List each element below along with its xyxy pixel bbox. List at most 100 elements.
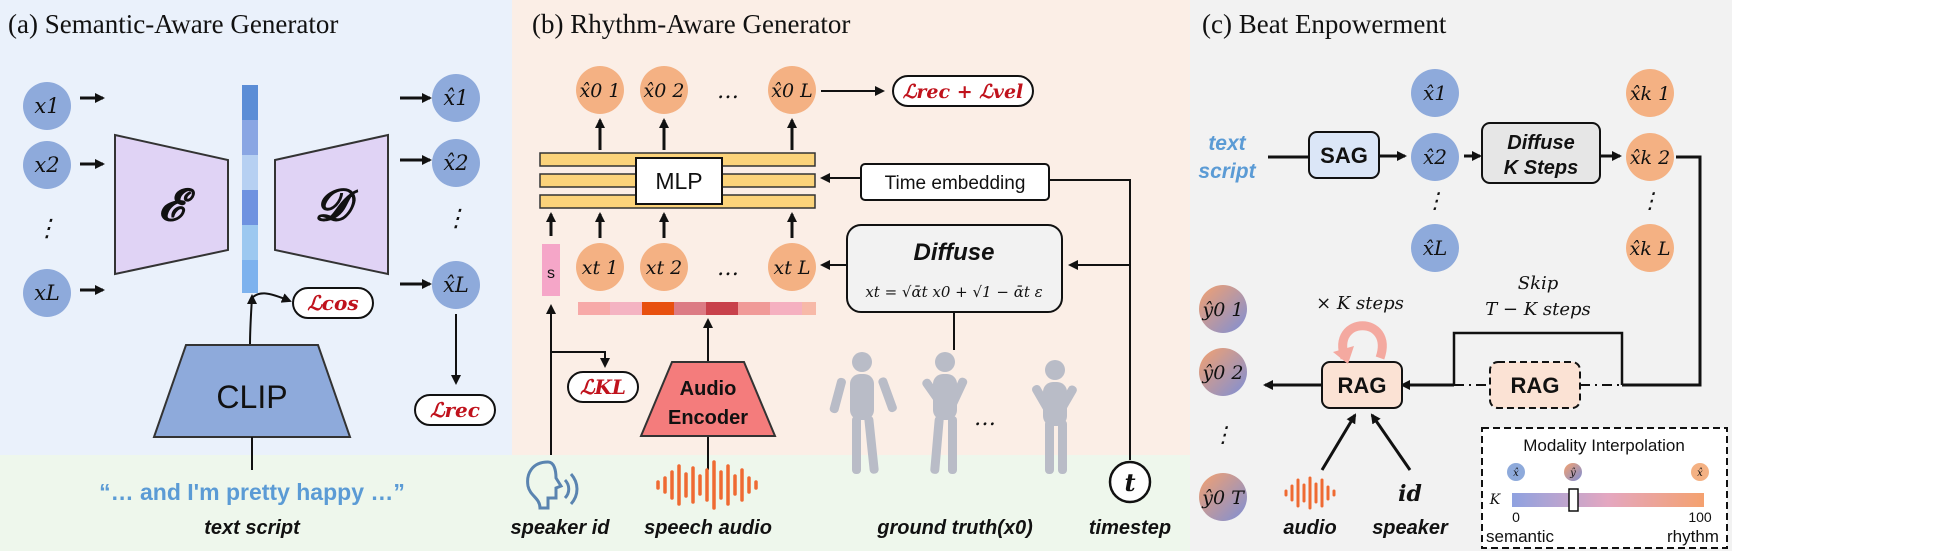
- sag-output-node-2: x̂2: [1411, 133, 1459, 181]
- mlp-box: MLP: [635, 157, 723, 205]
- caption-timestep: timestep: [1089, 517, 1171, 539]
- speaker-id-label: id: [1398, 481, 1422, 507]
- rag-box: RAG: [1321, 361, 1403, 409]
- interp-k-label: K: [1489, 492, 1502, 508]
- interp-left-label: semantic: [1486, 527, 1555, 546]
- svg-text:MLP: MLP: [655, 168, 702, 194]
- svg-text:ℒrec: ℒrec: [430, 398, 480, 422]
- sag-box: SAG: [1308, 131, 1380, 179]
- svg-text:Diffuse: Diffuse: [914, 239, 995, 266]
- audio-encoder-block: Audio Encoder: [639, 361, 777, 437]
- noisy-node-xt-L: xt L: [768, 243, 816, 291]
- svg-text:ℒKL: ℒKL: [580, 375, 626, 399]
- output-label: x̂L: [443, 273, 469, 297]
- svg-text:Diffuse: Diffuse: [1507, 132, 1574, 154]
- input-label: xL: [34, 281, 60, 305]
- interp-min: 0: [1512, 509, 1520, 525]
- y-node-1: ŷ0 1: [1199, 285, 1247, 333]
- arrow: [551, 351, 610, 368]
- node-label: x̂L: [1423, 236, 1448, 260]
- output-node-x2: x̂2: [432, 139, 480, 187]
- output-label: x̂1: [443, 86, 468, 110]
- modality-interpolation-panel: Modality Interpolation x̂ ŷ x̂ K 0 100 s…: [1481, 427, 1728, 549]
- svg-text:ℒcos: ℒcos: [307, 291, 358, 315]
- y-ellipsis: ⋮: [1212, 423, 1234, 448]
- svg-text:xt = √ᾱt x0 + √1 − ᾱt ε: xt = √ᾱt x0 + √1 − ᾱt ε: [865, 283, 1042, 301]
- ground-truth-pose-2: [922, 352, 968, 474]
- time-embedding-box: Time embedding: [860, 163, 1050, 201]
- svg-text:K Steps: K Steps: [1504, 157, 1578, 179]
- diffused-node-1: x̂k 1: [1626, 69, 1674, 117]
- bottom-strip-ab: [0, 455, 1190, 551]
- speaker-head-icon: [526, 460, 579, 510]
- svg-text:t: t: [1124, 468, 1135, 497]
- latent-vector: [242, 85, 258, 293]
- diffuse-box: Diffuse xt = √ᾱt x0 + √1 − ᾱt ε: [846, 224, 1063, 313]
- loss-kl: ℒKL: [567, 371, 639, 403]
- svg-text:Time embedding: Time embedding: [885, 173, 1026, 194]
- sag-output-ellipsis: ⋮: [1424, 189, 1446, 214]
- panel-c-title: (c) Beat Enpowerment: [1202, 9, 1447, 39]
- text-quote: “… and I'm pretty happy …”: [99, 479, 405, 505]
- audio-feature-strip: [578, 302, 816, 315]
- node-label: x̂k 1: [1630, 83, 1670, 105]
- diffuse-k-steps-box: Diffuse K Steps: [1481, 122, 1601, 184]
- speaker-label: speaker: [1372, 517, 1449, 539]
- interp-max: 100: [1688, 509, 1712, 525]
- interp-icon-right: [1691, 463, 1709, 481]
- output-node-x1: x̂1: [432, 74, 480, 122]
- svg-text:x̂: x̂: [1513, 468, 1519, 479]
- y-node-T: ŷ0 T: [1199, 473, 1247, 521]
- loop-arrow: [1338, 321, 1387, 360]
- skip-label-line2: T − K steps: [1485, 299, 1591, 320]
- decoder-block: [274, 133, 389, 276]
- clip-label: CLIP: [216, 379, 287, 415]
- output-node-xL: x̂L: [432, 261, 480, 309]
- speaker-embedding-s: s: [542, 244, 560, 296]
- top-node-x0-L: x̂0 L: [768, 66, 816, 114]
- arrow: [1370, 413, 1412, 471]
- speech-waveform-icon: [656, 460, 758, 510]
- input-ellipsis: ⋮: [35, 214, 59, 242]
- svg-text:x̂: x̂: [1697, 468, 1703, 479]
- input-node-x1: x1: [23, 82, 71, 130]
- arrow: [1320, 413, 1357, 471]
- text-script-label-line1: text: [1208, 132, 1246, 155]
- panel-a-title: (a) Semantic-Aware Generator: [8, 9, 338, 39]
- connector-line: [1622, 155, 1702, 387]
- node-label: x̂0 1: [580, 80, 621, 102]
- node-label: ŷ0 1: [1202, 299, 1244, 321]
- diffused-ellipsis: ⋮: [1639, 189, 1661, 214]
- diffused-node-L: x̂k L: [1626, 224, 1674, 272]
- caption-speech-audio: speech audio: [644, 517, 772, 539]
- top-node-x0-1: x̂0 1: [576, 66, 624, 114]
- encoder-block: [114, 133, 229, 276]
- ground-truth-pose-3: [1032, 360, 1077, 474]
- node-label: xt L: [773, 257, 810, 279]
- node-label: x̂k 2: [1630, 147, 1670, 169]
- caption-speaker-id: speaker id: [511, 517, 611, 539]
- skip-label-line1: Skip: [1518, 273, 1559, 294]
- connector-line: [1049, 179, 1131, 460]
- node-label: xt 1: [582, 257, 618, 279]
- node-label: x̂k L: [1630, 238, 1671, 260]
- loss-cos: ℒcos: [292, 287, 374, 319]
- skip-path: [1452, 331, 1624, 385]
- svg-text:s: s: [547, 265, 555, 282]
- interp-slider-handle: [1568, 488, 1579, 512]
- input-label: x1: [34, 94, 59, 118]
- interp-bar: [1512, 493, 1704, 507]
- loop-arrowhead: [1333, 346, 1354, 364]
- svg-text:RAG: RAG: [1338, 373, 1387, 398]
- svg-text:ŷ: ŷ: [1569, 468, 1576, 479]
- interp-title: Modality Interpolation: [1523, 436, 1685, 455]
- loss-rec: ℒrec: [414, 394, 496, 426]
- diffused-node-2: x̂k 2: [1626, 133, 1674, 181]
- times-k-label: × K steps: [1316, 293, 1404, 314]
- input-label: x2: [34, 153, 59, 177]
- svg-text:Encoder: Encoder: [668, 407, 748, 429]
- noisy-ellipsis: …: [717, 256, 739, 281]
- panel-b-title: (b) Rhythm-Aware Generator: [532, 9, 850, 39]
- audio-waveform-icon: [1284, 476, 1336, 510]
